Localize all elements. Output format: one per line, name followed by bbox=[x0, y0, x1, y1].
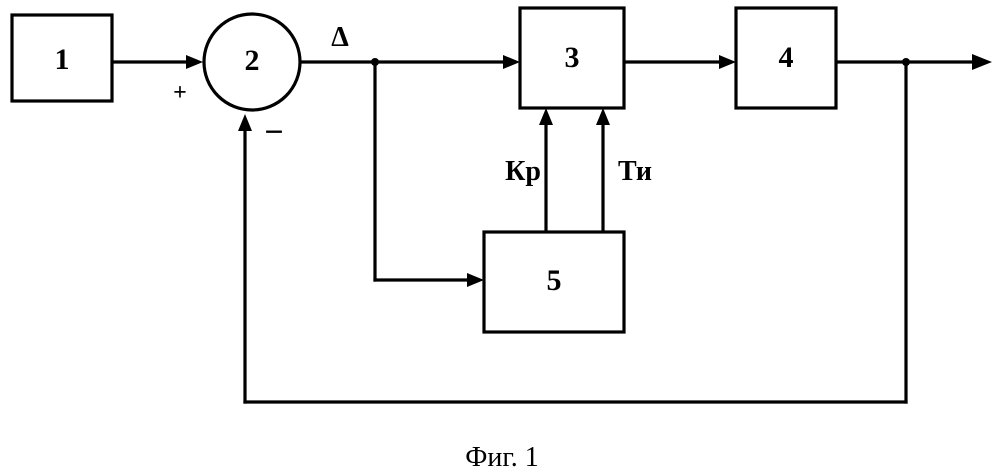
block-4-label: 4 bbox=[779, 41, 794, 74]
arrow-into-3 bbox=[503, 55, 520, 69]
ti-signal-label: Ти bbox=[618, 156, 652, 187]
arrow-into-2 bbox=[186, 55, 203, 69]
kp-signal-label: Кр bbox=[505, 156, 541, 187]
arrow-into-4 bbox=[719, 55, 736, 69]
block-5-label: 5 bbox=[547, 264, 562, 297]
summing-junction-label: 2 bbox=[245, 44, 260, 77]
arrow-into-5 bbox=[467, 273, 484, 287]
arrow-kp-into-3 bbox=[539, 108, 553, 125]
arrow-ti-into-3 bbox=[596, 108, 610, 125]
arrow-feedback-into-2 bbox=[238, 114, 252, 131]
plus-sign-label: + bbox=[173, 80, 187, 106]
block-3-label: 3 bbox=[565, 41, 580, 74]
error-signal-label: Δ bbox=[331, 22, 349, 53]
block-1-label: 1 bbox=[55, 43, 70, 76]
arrow-output bbox=[972, 54, 992, 70]
junction-node-error bbox=[371, 58, 379, 66]
junction-node-output bbox=[902, 58, 910, 66]
figure-caption: Фиг. 1 bbox=[465, 442, 538, 473]
minus-sign-label: − bbox=[264, 114, 283, 151]
